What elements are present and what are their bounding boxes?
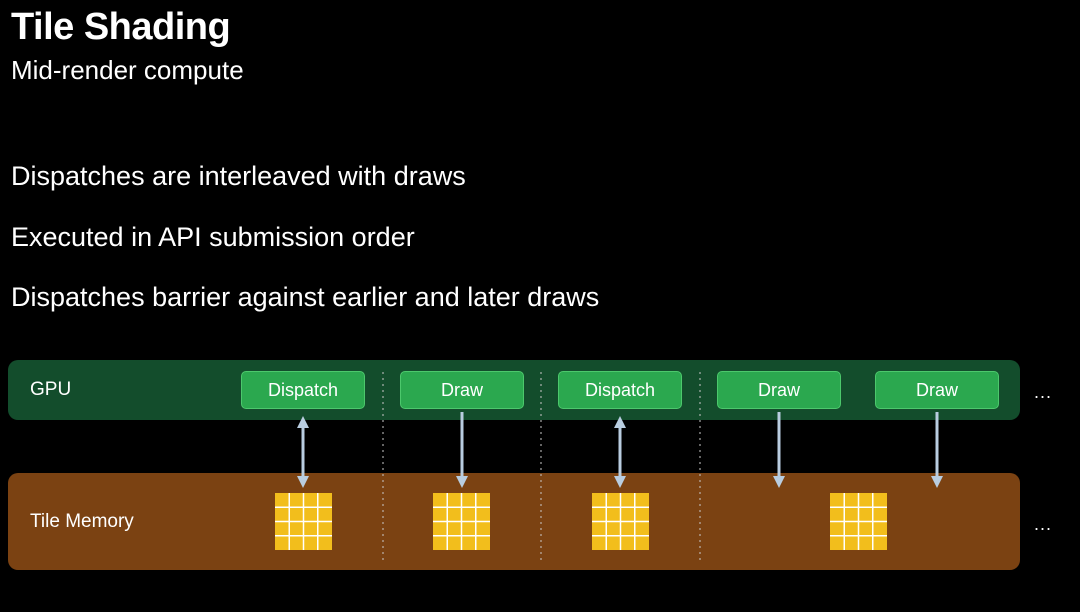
tile-grid-2 xyxy=(433,493,490,550)
command-dispatch-1: Dispatch xyxy=(241,371,365,409)
memory-continuation-ellipsis: ... xyxy=(1034,514,1053,534)
command-draw-2: Draw xyxy=(717,371,841,409)
bullet-barrier: Dispatches barrier against earlier and l… xyxy=(11,282,600,312)
gpu-continuation-ellipsis: ... xyxy=(1034,382,1053,402)
gpu-label: GPU xyxy=(30,379,72,400)
command-dispatch-2: Dispatch xyxy=(558,371,682,409)
slide-subtitle: Mid-render compute xyxy=(11,55,244,85)
bullet-interleaved: Dispatches are interleaved with draws xyxy=(11,161,466,191)
tile-grid-4 xyxy=(830,493,887,550)
tile-memory-label: Tile Memory xyxy=(30,511,134,532)
command-draw-1: Draw xyxy=(400,371,524,409)
tile-grid-1 xyxy=(275,493,332,550)
command-draw-3: Draw xyxy=(875,371,999,409)
bullet-submission-order: Executed in API submission order xyxy=(11,222,415,252)
tile-grid-3 xyxy=(592,493,649,550)
slide-title: Tile Shading xyxy=(11,6,231,48)
